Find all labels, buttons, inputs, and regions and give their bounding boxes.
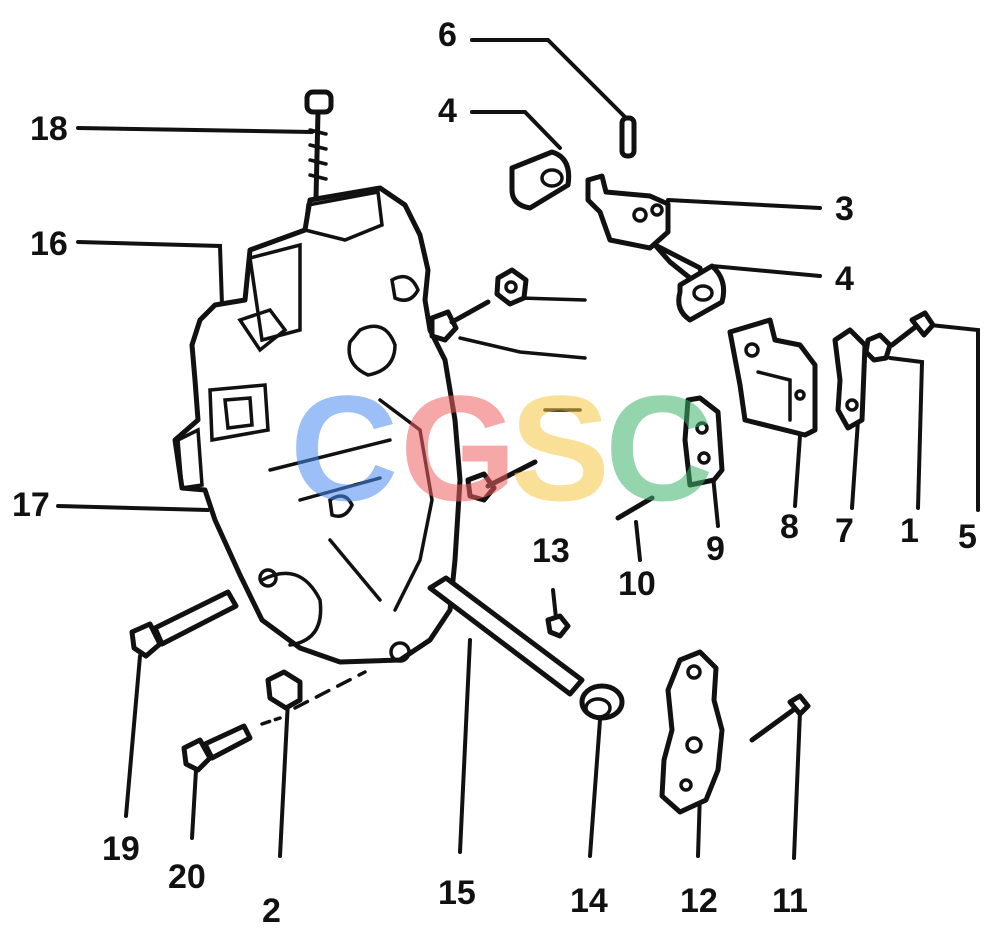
part-nut-mid	[494, 267, 529, 307]
leader-1	[888, 356, 925, 510]
align-line-nut	[518, 296, 587, 302]
part-20-bolt	[181, 723, 253, 773]
callout-16: 16	[30, 225, 68, 263]
leader-17	[56, 504, 210, 512]
leader-13	[551, 588, 558, 620]
leader-3	[666, 198, 822, 210]
part-8-plate	[727, 317, 818, 438]
callout-11: 11	[772, 882, 808, 920]
callout-8: 8	[780, 508, 799, 546]
callout-4-mid: 4	[835, 260, 854, 298]
leader-9	[711, 474, 720, 528]
part-10-pin	[615, 495, 655, 521]
watermark-letter-4: C	[605, 364, 713, 532]
callout-4-top: 4	[438, 92, 457, 130]
leader-14	[588, 718, 602, 858]
main-housing	[172, 185, 463, 665]
leader-11	[792, 710, 802, 860]
part-1-nut	[863, 332, 893, 363]
align-line-20	[260, 716, 282, 726]
callout-12: 12	[680, 882, 718, 920]
part-14-bushing	[579, 683, 625, 721]
leader-15	[458, 638, 472, 854]
callout-14: 14	[570, 882, 608, 920]
part-7-lever	[832, 327, 868, 431]
leader-10	[634, 520, 642, 562]
callout-15: 15	[438, 874, 476, 912]
callout-13: 13	[532, 532, 570, 570]
leader-19	[124, 654, 142, 818]
callout-18: 18	[30, 110, 68, 148]
part-5-bolt	[889, 310, 936, 348]
callout-5: 5	[958, 518, 977, 556]
part-15-shaft	[427, 575, 585, 697]
leader-16	[76, 240, 224, 307]
callout-7: 7	[835, 512, 854, 550]
callout-labels: 6 4 18 3 16 4 5 1 7 8 9 10 13 17 19 20 2…	[12, 16, 977, 930]
callout-10: 10	[618, 565, 656, 603]
part-13-nut	[545, 613, 571, 639]
leader-6	[470, 38, 630, 122]
callout-9: 9	[706, 530, 725, 568]
watermark-letter-1: C	[290, 364, 398, 532]
leader-2	[278, 698, 290, 858]
align-line-bolt	[458, 336, 587, 360]
leader-lines	[56, 38, 980, 860]
part-2-nut	[265, 669, 303, 711]
part-bolt-mid	[429, 299, 491, 343]
leader-4-mid	[710, 264, 822, 278]
part-4-top-cam	[509, 149, 572, 211]
part-bolt-13	[465, 459, 538, 503]
part-4-mid-cam	[676, 263, 727, 323]
watermark-letter-3: S	[510, 364, 610, 532]
callout-6: 6	[438, 16, 457, 54]
callout-2: 2	[262, 892, 281, 930]
callout-20: 20	[168, 858, 206, 896]
part-11-bolt	[749, 693, 811, 743]
part-18-screw	[304, 89, 334, 201]
part-19-bolt	[129, 589, 239, 659]
callout-19: 19	[102, 830, 140, 868]
leader-20	[190, 768, 198, 840]
part-9-plate	[682, 395, 725, 488]
watermark-letter-2: G	[400, 364, 517, 532]
watermark: C G S C	[290, 364, 713, 532]
callout-1: 1	[900, 512, 919, 550]
part-3-bracket	[585, 173, 708, 293]
leader-18	[76, 126, 314, 134]
part-6-pin	[619, 115, 637, 159]
callout-3: 3	[835, 190, 854, 228]
leader-5	[928, 323, 980, 512]
leader-8	[793, 434, 802, 508]
part-12-lever	[659, 649, 725, 815]
leader-4-top	[470, 110, 562, 150]
align-line-2	[293, 670, 367, 710]
callout-17: 17	[12, 486, 50, 524]
